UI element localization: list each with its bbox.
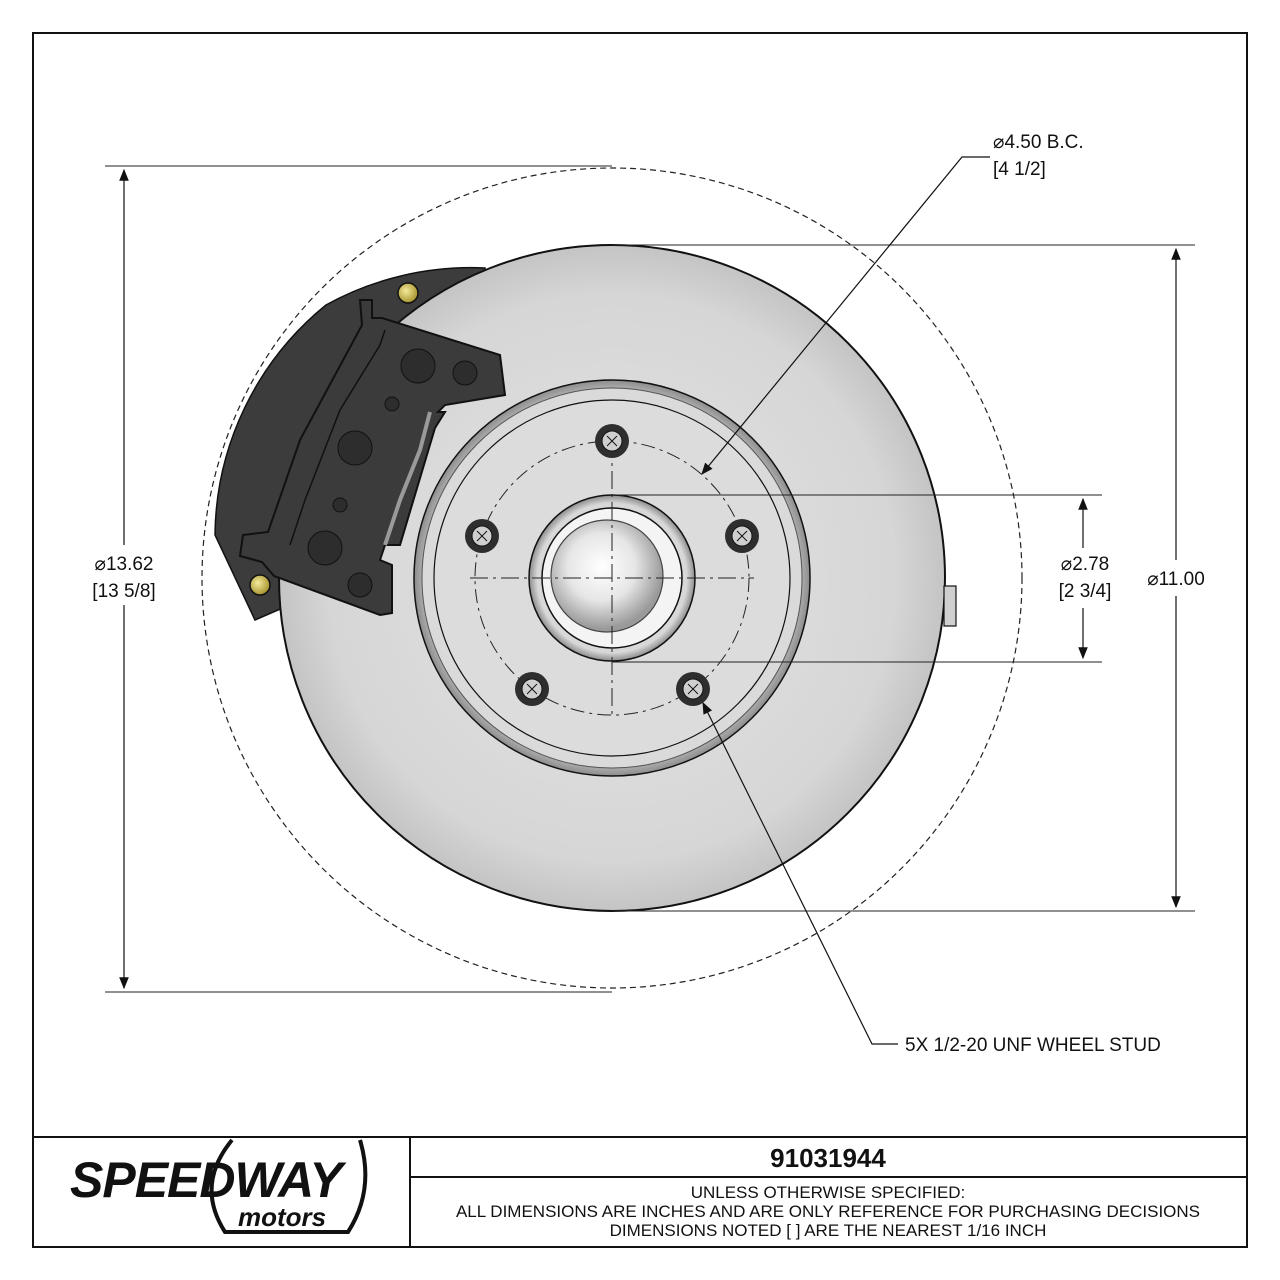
caliper-bolt-lower (249, 574, 271, 596)
title-note-1: UNLESS OTHERWISE SPECIFIED: (691, 1183, 966, 1202)
title-note-2: ALL DIMENSIONS ARE INCHES AND ARE ONLY R… (456, 1202, 1200, 1221)
wheel-stud (725, 519, 759, 553)
dim-bolt-circle-value: ⌀4.50 B.C. (993, 132, 1084, 153)
rotor-tab (943, 585, 957, 627)
sheet-border (32, 32, 1248, 1248)
dim-overall-fraction: [13 5/8] (92, 581, 155, 602)
wheel-stud (676, 672, 710, 706)
part-number: 91031944 (770, 1143, 886, 1173)
dim-pilot-value: ⌀2.78 (1061, 554, 1109, 575)
leader-wheel-stud (702, 701, 898, 1045)
dim-pilot-fraction: [2 3/4] (1059, 581, 1112, 602)
logo-main-text: SPEEDWAY (70, 1152, 347, 1208)
speedway-motors-logo: SPEEDWAY motors (70, 1138, 368, 1234)
wheel-stud (515, 672, 549, 706)
wheel-studs (465, 424, 759, 706)
dim-overall-value: ⌀13.62 (95, 554, 154, 575)
logo-sub-text: motors (238, 1202, 326, 1232)
wheel-stud-note: 5X 1/2-20 UNF WHEEL STUD (905, 1035, 1161, 1056)
overall-envelope-circle (201, 167, 1023, 989)
dim-bolt-circle-fraction: [4 1/2] (993, 159, 1046, 180)
dust-cap (550, 519, 664, 633)
title-note-3: DIMENSIONS NOTED [ ] ARE THE NEAREST 1/1… (610, 1221, 1047, 1240)
dim-rotor-value: ⌀11.00 (1147, 569, 1205, 590)
wheel-stud (465, 519, 499, 553)
caliper-bolt-upper (397, 282, 419, 304)
leader-bolt-circle (701, 156, 990, 475)
wheel-stud (595, 424, 629, 458)
brake-caliper (238, 299, 507, 617)
